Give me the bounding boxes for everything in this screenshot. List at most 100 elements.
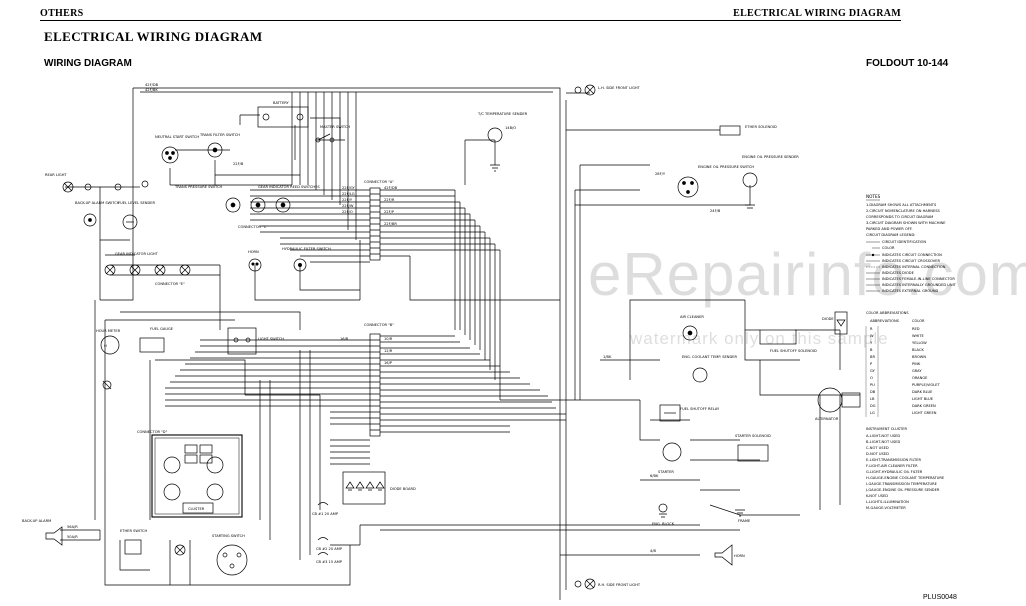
svg-text:CIRCUIT DIAGRAM LEGEND:: CIRCUIT DIAGRAM LEGEND: (866, 233, 915, 237)
svg-text:CIRCUIT IDENTIFICATION: CIRCUIT IDENTIFICATION (882, 240, 926, 244)
figure-code: PLUS0048 (923, 594, 957, 601)
ether-switch-symbol: ETHER SWITCH (120, 529, 147, 555)
svg-text:B: B (870, 348, 873, 352)
svg-text:CB #1 20 AMP: CB #1 20 AMP (312, 512, 339, 516)
connector-b: CONNECTOR "B" (364, 323, 394, 437)
instrument-cluster: CLUSTER CONNECTOR "D" (137, 430, 243, 518)
svg-text:INDICATES INTERNAL CONNECTION: INDICATES INTERNAL CONNECTION (882, 265, 946, 269)
lh-front-light-symbol: L.H. SIDE FRONT LIGHT (574, 84, 641, 96)
svg-text:P: P (870, 362, 873, 366)
svg-text:CLUSTER: CLUSTER (188, 507, 205, 511)
svg-text:CB #3 15 AMP: CB #3 15 AMP (316, 560, 343, 564)
ground-symbol-left (102, 380, 112, 390)
svg-text:HORN: HORN (734, 554, 745, 558)
svg-text:O: O (870, 376, 873, 380)
ether-solenoid-symbol: ETHER SOLENOID (719, 125, 777, 136)
svg-text:J-GAUGE-ENGINE OIL PRESSURE SE: J-GAUGE-ENGINE OIL PRESSURE SENDER (865, 488, 940, 492)
frame-ground: FRAME (735, 509, 751, 523)
rear-light-symbol: REAR LIGHT (45, 173, 149, 193)
svg-text:CB #2 20 AMP: CB #2 20 AMP (316, 547, 343, 551)
svg-text:28F/Y: 28F/Y (655, 172, 666, 176)
svg-text:NEUTRAL START SWITCH: NEUTRAL START SWITCH (155, 135, 199, 139)
svg-text:MASTER SWITCH: MASTER SWITCH (320, 125, 350, 129)
wire-harness (60, 87, 860, 600)
header-left: OTHERS (40, 8, 84, 19)
header-rule (40, 20, 901, 21)
svg-text:50A/R: 50A/R (67, 535, 78, 539)
svg-text:BACK-UP ALARM: BACK-UP ALARM (22, 519, 51, 523)
svg-text:Y: Y (870, 341, 873, 345)
horn-speaker-symbol: HORN (714, 544, 745, 566)
svg-text:HORN: HORN (248, 250, 259, 254)
svg-text:PURPLE/VIOLET: PURPLE/VIOLET (912, 383, 941, 387)
svg-text:ENGINE OIL PRESSURE SENDER: ENGINE OIL PRESSURE SENDER (742, 155, 799, 159)
svg-text:LG: LG (870, 411, 875, 415)
svg-text:GEAR INDICATOR LIGHT: GEAR INDICATOR LIGHT (115, 252, 159, 256)
svg-text:22F/W: 22F/W (342, 204, 354, 208)
svg-text:12/R: 12/R (384, 349, 393, 353)
svg-text:22F/R: 22F/R (384, 198, 395, 202)
wire-code-labels: 42F/DB 42F/BK 22F/B 22F/GY 22F/LG 22F/Y … (67, 83, 721, 553)
svg-text:INDICATES CIRCUIT CROSSOVER: INDICATES CIRCUIT CROSSOVER (882, 259, 940, 263)
svg-text:ETHER SWITCH: ETHER SWITCH (120, 529, 147, 533)
svg-text:H: H (104, 344, 107, 348)
svg-text:YELLOW: YELLOW (912, 341, 927, 345)
svg-text:D-NOT USED: D-NOT USED (866, 452, 889, 456)
svg-text:PU: PU (870, 383, 875, 387)
coolant-temp-sender-symbol: ENG. COOLANT TEMP. SENDER (682, 355, 737, 383)
svg-text:BR: BR (870, 355, 875, 359)
svg-text:4/B: 4/B (650, 549, 656, 553)
gear-indicator-lights: GEAR INDICATOR LIGHT CONNECTOR "E" (104, 252, 191, 286)
svg-text:22F/O: 22F/O (342, 210, 353, 214)
header-right: ELECTRICAL WIRING DIAGRAM (733, 8, 901, 19)
svg-text:1/BK: 1/BK (603, 355, 612, 359)
back-up-alarm-symbol: BACK-UP ALARM (22, 519, 63, 546)
svg-text:22F/B: 22F/B (233, 162, 244, 166)
svg-text:CONNECTOR "D": CONNECTOR "D" (137, 430, 168, 434)
svg-text:BLACK: BLACK (912, 348, 924, 352)
eng-block-ground: ENG. BLOCK (652, 503, 675, 526)
svg-text:22F/LG: 22F/LG (342, 192, 355, 196)
svg-text:INSTRUMENT CLUSTER: INSTRUMENT CLUSTER (866, 427, 907, 431)
svg-text:56A/R: 56A/R (67, 525, 78, 529)
hydraulic-filter-switch-symbol: HYDRAULIC FILTER SWITCH (282, 247, 331, 272)
svg-text:INDICATES EXTERNAL GROUND: INDICATES EXTERNAL GROUND (882, 289, 939, 293)
svg-text:6/BK: 6/BK (650, 474, 659, 478)
fuel-shutoff-solenoid-symbol: FUEL SHUTOFF SOLENOID (759, 329, 817, 353)
svg-text:BACK-UP ALARM SWITCH: BACK-UP ALARM SWITCH (75, 201, 120, 205)
svg-text:CONNECTOR "E": CONNECTOR "E" (155, 282, 185, 286)
svg-text:FUEL LEVEL SENDER: FUEL LEVEL SENDER (118, 201, 156, 205)
svg-text:RED: RED (912, 327, 920, 331)
svg-text:PARKED AND POWER OFF.: PARKED AND POWER OFF. (866, 227, 912, 231)
diagram-subtitle: WIRING DIAGRAM (44, 58, 132, 69)
notes-panel: NOTES 1.DIAGRAM SHOWS ALL ATTACHMENTS 2.… (865, 194, 957, 510)
svg-text:42F/DB: 42F/DB (145, 83, 159, 87)
svg-text:CONNECTOR "A": CONNECTOR "A" (364, 180, 394, 184)
svg-text:WHITE: WHITE (912, 334, 925, 338)
svg-text:AIR CLEANER: AIR CLEANER (680, 315, 704, 319)
svg-text:FRAME: FRAME (738, 519, 751, 523)
svg-text:42F/BK: 42F/BK (145, 88, 158, 92)
svg-text:ALTERNATOR: ALTERNATOR (815, 417, 839, 421)
svg-text:M-GAUGE-VOLTMETER: M-GAUGE-VOLTMETER (866, 506, 906, 510)
air-cleaner-symbol: AIR CLEANER (680, 315, 704, 341)
svg-text:LIGHT GREEN: LIGHT GREEN (912, 411, 937, 415)
rh-front-light-symbol: R.H. SIDE FRONT LIGHT (574, 578, 641, 590)
svg-text:REAR LIGHT: REAR LIGHT (45, 173, 67, 177)
svg-text:I-GAUGE-TRANSMISSION TEMPERATU: I-GAUGE-TRANSMISSION TEMPERATURE (866, 482, 938, 486)
svg-text:BATTERY: BATTERY (273, 101, 290, 105)
svg-text:3.CIRCUIT DIAGRAM SHOWN WITH M: 3.CIRCUIT DIAGRAM SHOWN WITH MACHINE (866, 221, 946, 225)
page-title: ELECTRICAL WIRING DIAGRAM (44, 29, 263, 44)
svg-text:K-NOT USED: K-NOT USED (866, 494, 888, 498)
svg-text:INDICATES CIRCUIT CONNECTION: INDICATES CIRCUIT CONNECTION (882, 253, 942, 257)
svg-text:ENG. COOLANT TEMP. SENDER: ENG. COOLANT TEMP. SENDER (682, 355, 737, 359)
trans-temp-sender-symbol: T/C TEMPERATURE SENDER (477, 112, 528, 172)
svg-text:ETHER SOLENOID: ETHER SOLENOID (745, 125, 777, 129)
svg-text:22F/Y: 22F/Y (342, 198, 353, 202)
light-switch-symbol: LIGHT SWITCH (227, 327, 284, 355)
svg-text:TRANS PRESSURE SWITCH: TRANS PRESSURE SWITCH (174, 185, 223, 189)
svg-text:14B/O: 14B/O (505, 126, 516, 130)
svg-text:R.H. SIDE FRONT LIGHT: R.H. SIDE FRONT LIGHT (598, 583, 641, 587)
svg-text:DB: DB (870, 390, 876, 394)
svg-text:16/P: 16/P (384, 361, 393, 365)
